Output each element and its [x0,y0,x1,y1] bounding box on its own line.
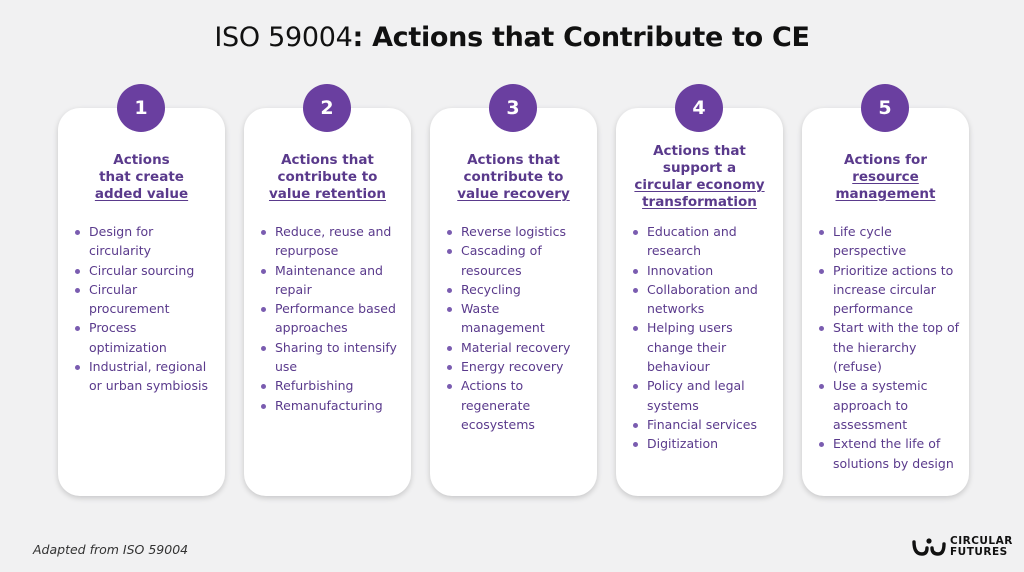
list-item: Remanufacturing [261,396,401,415]
step-number-badge: 3 [489,84,537,132]
list-item: Collaboration and networks [633,280,773,319]
list-item: Start with the top of the hierarchy (ref… [819,318,959,376]
card-heading-line: support a [662,160,737,176]
logo-text: CIRCULAR FUTURES [950,536,1013,558]
list-item: Energy recovery [447,357,587,376]
list-item: Industrial, regional or urban symbiosis [75,357,215,396]
list-item: Prioritize actions to increase circular … [819,261,959,319]
list-item: Cascading of resources [447,241,587,280]
card-heading-line: Actions that [281,152,374,168]
card-heading-line: Actions that [653,143,746,159]
list-item: Maintenance and repair [261,261,401,300]
card-heading-line: that create [99,169,184,185]
list-item: Reverse logistics [447,222,587,241]
list-item: Process optimization [75,318,215,357]
page-title: ISO 59004: Actions that Contribute to CE [0,22,1024,53]
list-item: Innovation [633,261,773,280]
logo-line1: CIRCULAR [950,535,1013,547]
circular-futures-logo-icon [912,538,946,556]
logo-line2: FUTURES [950,546,1008,558]
list-item: Circular procurement [75,280,215,319]
list-item: Use a systemic approach to assessment [819,376,959,434]
card-heading-line: Actions [113,152,170,168]
card-heading-line: contribute to [463,169,564,185]
source-note: Adapted from ISO 59004 [33,542,189,557]
title-bold: : Actions that Contribute to CE [352,22,810,53]
list-item: Circular sourcing [75,261,215,280]
list-item: Design for circularity [75,222,215,261]
card-heading-emphasis: circular economy [634,177,765,193]
list-item: Performance based approaches [261,299,401,338]
card-heading-emphasis: value recovery [457,186,570,202]
step-number-badge: 4 [675,84,723,132]
card-heading-emphasis: management [835,186,936,202]
list-item: Education and research [633,222,773,261]
card-heading-line: Actions for [844,152,927,168]
step-number-badge: 2 [303,84,351,132]
card-heading-emphasis: resource [852,169,919,185]
list-item: Reduce, reuse and repurpose [261,222,401,261]
list-item: Material recovery [447,338,587,357]
step-number-badge: 5 [861,84,909,132]
title-prefix: ISO 59004 [214,22,353,53]
list-item: Sharing to intensify use [261,338,401,377]
card-heading-emphasis: added value [94,186,189,202]
circular-futures-logo: CIRCULAR FUTURES [912,536,1013,558]
list-item: Helping users change their behaviour [633,318,773,376]
card-heading-line: contribute to [277,169,378,185]
card-heading-emphasis: transformation [642,194,757,210]
list-item: Refurbishing [261,376,401,395]
list-item: Waste management [447,299,587,338]
list-item: Financial services [633,415,773,434]
step-number-badge: 1 [117,84,165,132]
list-item: Extend the life of solutions by design [819,434,959,473]
list-item: Life cycle perspective [819,222,959,261]
card-heading-emphasis: value retention [268,186,386,202]
list-item: Actions to regenerate ecosystems [447,376,587,434]
list-item: Recycling [447,280,587,299]
list-item: Policy and legal systems [633,376,773,415]
card-heading-line: Actions that [467,152,560,168]
list-item: Digitization [633,434,773,453]
